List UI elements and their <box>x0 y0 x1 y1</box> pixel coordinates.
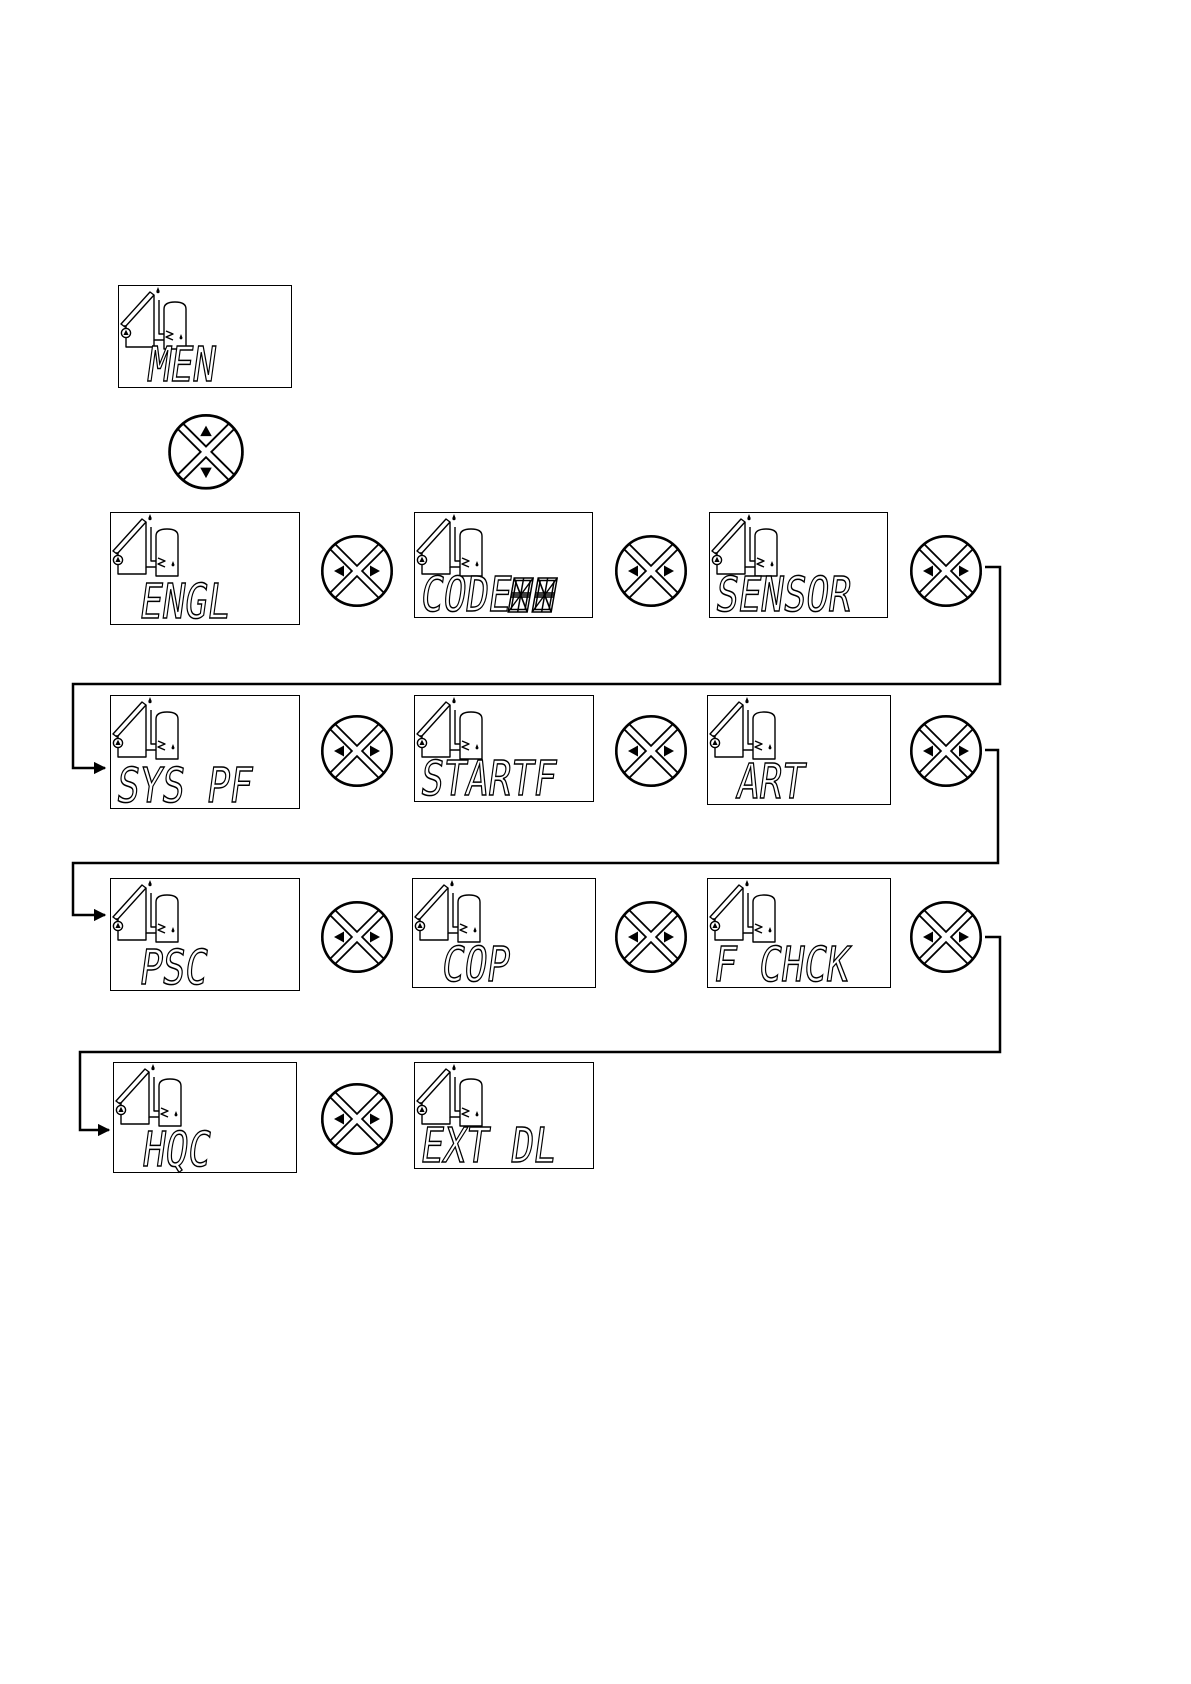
left-right-keypad-icon <box>613 534 689 614</box>
lcd-screen-cop: COP <box>412 878 596 988</box>
left-right-keypad-icon <box>613 714 689 794</box>
lcd-screen-ext-dl: EXT DL <box>414 1062 594 1169</box>
solar-system-icon <box>112 880 186 948</box>
lcd-screen-code: CODE <box>414 512 593 618</box>
lcd-text: STARTF <box>418 755 560 803</box>
left-right-keypad-icon <box>319 534 395 614</box>
lcd-screen-f-chck: F CHCK <box>707 878 891 988</box>
left-right-keypad-icon <box>908 714 984 794</box>
lcd-text: HQC <box>140 1126 214 1174</box>
lcd-screen-sensor: SENSOR <box>709 512 888 618</box>
lcd-screen-psc: PSC <box>110 878 300 991</box>
lcd-text: SYS PF <box>114 762 256 810</box>
lcd-screen-engl: ENGL <box>110 512 300 625</box>
lcd-text: CODE <box>418 571 515 619</box>
left-right-keypad-icon <box>908 900 984 980</box>
all-segments-digits <box>507 577 559 613</box>
lcd-screen-sys-pf: SYS PF <box>110 695 300 809</box>
lcd-text: EXT DL <box>418 1122 560 1170</box>
lcd-screen-hqc: HQC <box>113 1062 297 1173</box>
lcd-text: MEN <box>145 341 219 389</box>
lcd-screen-art: ART <box>707 695 891 805</box>
lcd-text: COP <box>439 941 513 989</box>
lcd-text: ENGL <box>137 578 234 626</box>
lcd-text: PSC <box>137 944 211 992</box>
left-right-keypad-icon <box>319 714 395 794</box>
solar-system-icon <box>112 697 186 765</box>
left-right-keypad-icon <box>613 900 689 980</box>
lcd-screen-men: MEN <box>118 285 292 388</box>
lcd-screen-startf: STARTF <box>414 695 594 802</box>
left-right-keypad-icon <box>908 534 984 614</box>
lcd-text: ART <box>734 758 808 806</box>
solar-system-icon <box>112 514 186 582</box>
lcd-text: F CHCK <box>711 941 853 989</box>
left-right-keypad-icon <box>319 1082 395 1162</box>
left-right-keypad-icon <box>319 900 395 980</box>
up-down-keypad-icon <box>166 413 246 497</box>
lcd-text: SENSOR <box>713 571 855 619</box>
